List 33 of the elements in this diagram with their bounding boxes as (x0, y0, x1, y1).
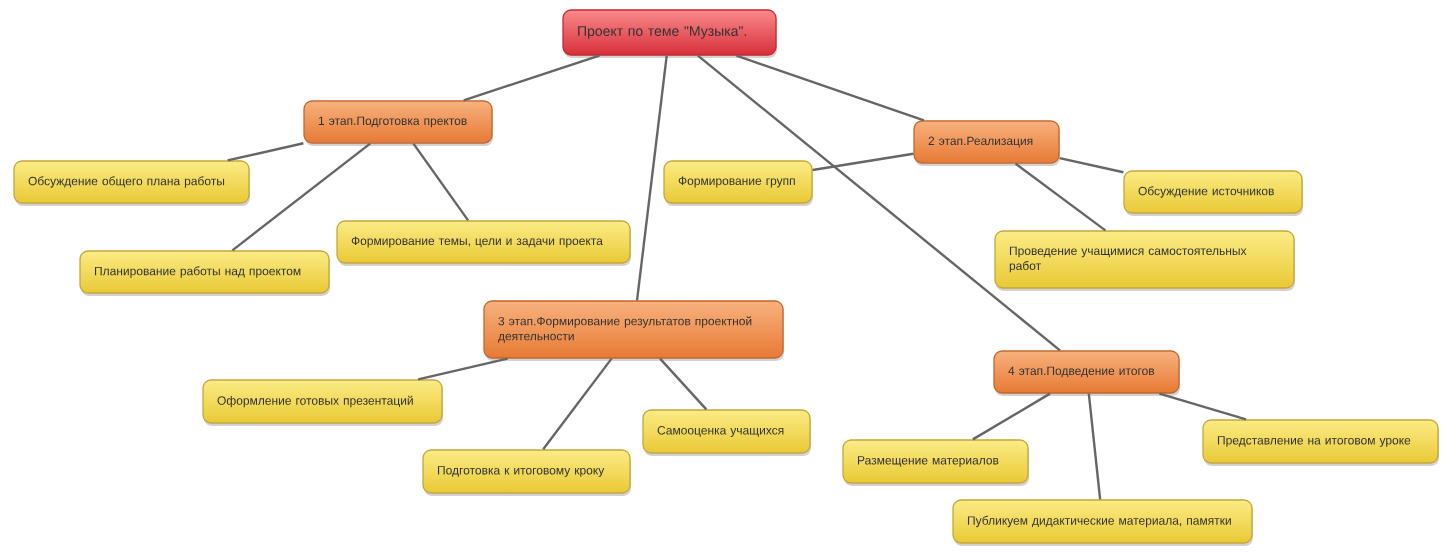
connector-line (231, 142, 371, 252)
task-box: Подготовка к итоговому кроку (422, 449, 631, 496)
connector-line (227, 142, 304, 162)
task-box: Обсуждение источников (1123, 170, 1303, 216)
connector-line (542, 357, 613, 451)
task-box: Формирование групп (663, 160, 813, 206)
stage-box: 3 этап.Формирование результатов проектной деятельности (483, 300, 784, 361)
connector-line (1059, 156, 1124, 174)
connector-line (736, 54, 925, 122)
connector-line (1087, 393, 1102, 500)
connector-line (1159, 392, 1247, 421)
connector-line (463, 54, 600, 102)
task-box: Самооценка учащихся (642, 409, 811, 456)
task-box: Обсуждение общего плана работы (13, 160, 250, 206)
connector-line (697, 54, 1061, 352)
task-box: Планирование работы над проектом (79, 250, 330, 296)
stage-box: 4 этап.Подведение итогов (993, 350, 1180, 396)
connector-line (412, 142, 470, 222)
task-box: Формирование темы, цели и задачи проекта (336, 220, 631, 266)
connector-line (812, 152, 914, 172)
task-box: Публикуем дидактические материала, памятки (952, 499, 1253, 546)
task-box: Оформление готовых презентаций (202, 379, 443, 426)
connector-line (1014, 162, 1107, 232)
task-box: Представление на итоговом уроке (1202, 419, 1439, 466)
task-box: Размещение материалов (842, 439, 1029, 486)
connector-line (635, 55, 668, 301)
connector-line (417, 357, 508, 381)
stage-box: 2 этап.Реализация (913, 120, 1060, 166)
task-box: Проведение учащимися самостоятельных работ (994, 230, 1295, 291)
topic-box: Проект по теме "Музыка". (562, 9, 777, 58)
connector-line (972, 392, 1051, 441)
connector-line (659, 357, 708, 411)
stage-box: 1 этап.Подготовка пректов (303, 100, 493, 146)
